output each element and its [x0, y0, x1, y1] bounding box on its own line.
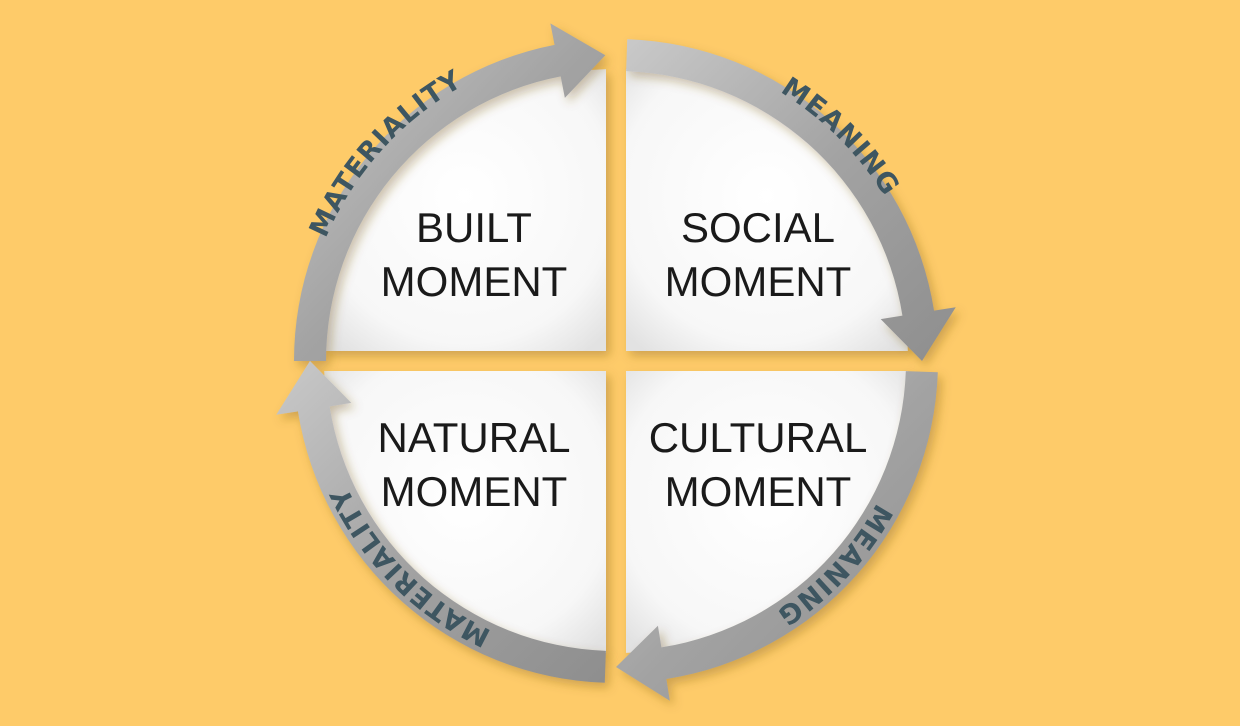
quadrant-natural: [324, 371, 606, 653]
natural-line1: NATURAL: [378, 414, 571, 461]
quadrant-cultural: [626, 371, 908, 653]
cultural-line2: MOMENT: [665, 468, 852, 515]
built-line2: MOMENT: [381, 258, 568, 305]
social-line1: SOCIAL: [681, 204, 835, 251]
quadrant-social: [626, 69, 908, 352]
arrow-materiality-bottom: [276, 361, 606, 683]
arrow-materiality-top: [294, 23, 606, 361]
arrow-meaning-top: [626, 39, 956, 361]
arrow-meaning-bottom: [616, 371, 938, 701]
natural-line2: MOMENT: [381, 468, 568, 515]
built-line1: BUILT: [416, 204, 532, 251]
quadrant-built: [324, 69, 606, 352]
cultural-line1: CULTURAL: [649, 414, 868, 461]
social-line2: MOMENT: [665, 258, 852, 305]
